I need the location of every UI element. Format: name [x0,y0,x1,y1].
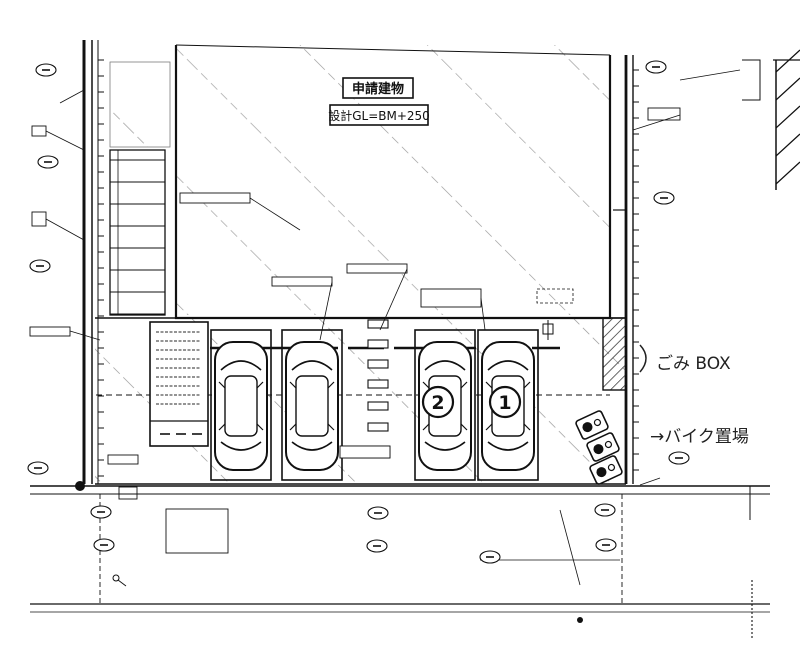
stall-number-2: 2 [421,385,455,419]
survey-markers [27,60,690,564]
left-corridor [109,61,171,316]
building-title: 申請建物 設計GL=BM+250 [328,77,430,126]
leader-lines [45,69,741,586]
car-stall-b [285,341,339,471]
design-gl: 設計GL=BM+250 [328,108,430,123]
right-wall-ticks [633,69,639,471]
gomi-box-note: ごみ BOX [639,344,731,374]
stall-number-1: 1 [488,385,522,419]
bike-parking-note: →バイク置場 [650,427,749,447]
plan-annotation-boxes [29,107,681,554]
street [30,481,770,640]
bike-parking-label: →バイク置場 [650,427,749,447]
car-stall-a [214,341,268,471]
parking-stalls [210,329,539,481]
garbage-box [542,317,627,391]
neighbor-structure [742,49,800,190]
svg-text:2: 2 [431,392,444,414]
building-name: 申請建物 [352,81,404,97]
gomi-box-label: ごみ BOX [656,354,731,374]
svg-text:1: 1 [498,392,511,414]
equipment-panel [149,321,209,447]
left-boundary-wall [82,40,104,484]
